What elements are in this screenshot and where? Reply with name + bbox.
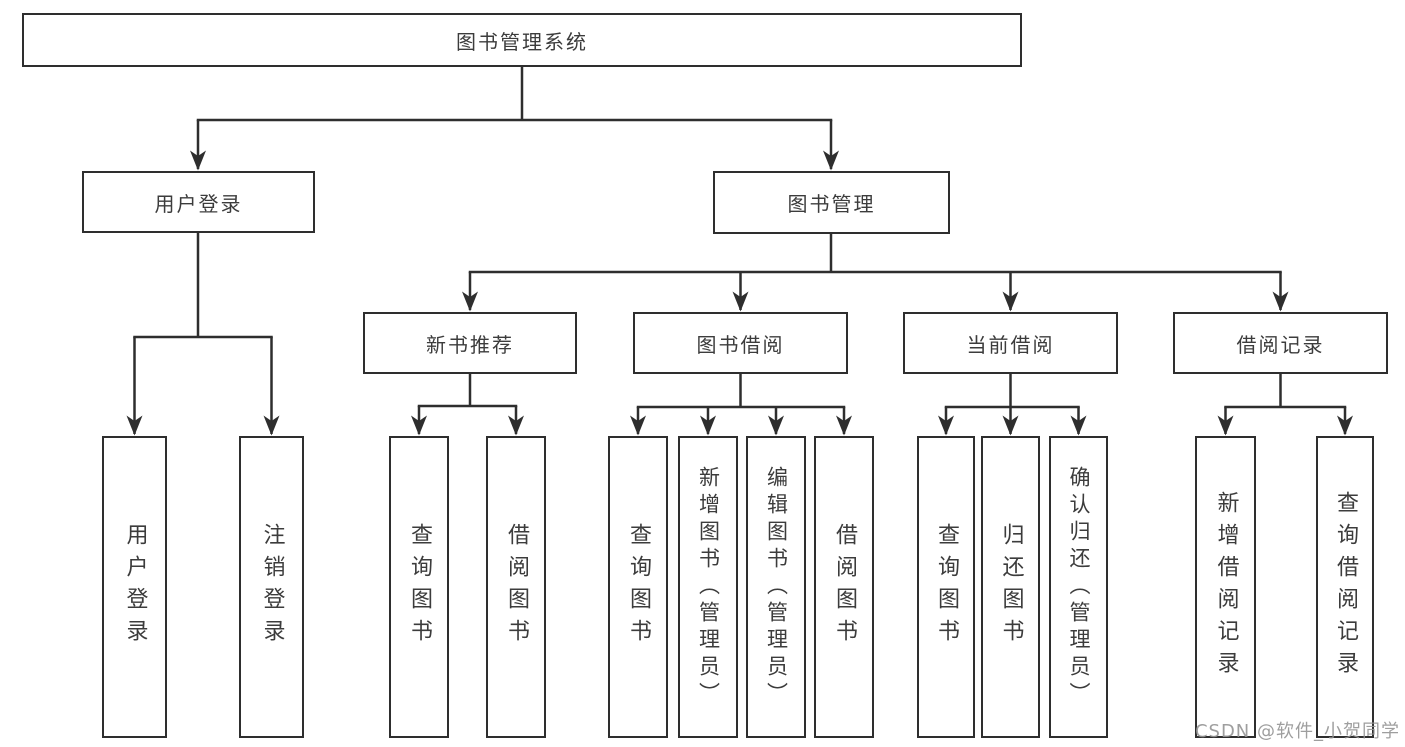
node-library-system-label: 图书管理系统: [456, 29, 588, 54]
leaf-user-login-label: 用户登录: [122, 523, 148, 651]
leaf-logout: 注销登录: [239, 436, 304, 738]
leaf-add-borrow-record: 新增借阅记录: [1195, 436, 1256, 738]
leaf-logout-label: 注销登录: [259, 523, 285, 651]
leaf-borrow-books-recommend-label: 借阅图书: [504, 523, 529, 651]
leaf-return-book: 归还图书: [981, 436, 1040, 738]
leaf-add-book-admin: 新增图书（管理员）: [678, 436, 738, 738]
leaf-edit-book-admin: 编辑图书（管理员）: [746, 436, 806, 738]
node-book-borrow: 图书借阅: [633, 312, 848, 374]
node-current-borrow-label: 当前借阅: [966, 332, 1055, 357]
leaf-confirm-return-admin-label: 确认归还（管理员）: [1067, 465, 1091, 709]
node-new-book-recommend: 新书推荐: [363, 312, 577, 374]
node-new-book-recommend-label: 新书推荐: [426, 332, 514, 357]
node-current-borrow: 当前借阅: [903, 312, 1118, 374]
leaf-user-login: 用户登录: [102, 436, 167, 738]
leaf-add-book-admin-label: 新增图书（管理员）: [696, 465, 721, 709]
node-borrow-records-label: 借阅记录: [1236, 332, 1325, 357]
node-borrow-records: 借阅记录: [1173, 312, 1388, 374]
leaf-return-book-label: 归还图书: [998, 523, 1024, 651]
node-user-login-label: 用户登录: [154, 191, 243, 216]
leaf-edit-book-admin-label: 编辑图书（管理员）: [764, 465, 789, 709]
leaf-query-borrow-record: 查询借阅记录: [1316, 436, 1374, 738]
leaf-borrow-books-recommend: 借阅图书: [486, 436, 546, 738]
node-book-management: 图书管理: [713, 171, 950, 234]
leaf-add-borrow-record-label: 新增借阅记录: [1213, 491, 1239, 683]
watermark: CSDN @软件_小贺同学: [1194, 721, 1400, 742]
leaf-query-books-borrow-label: 查询图书: [626, 523, 651, 651]
leaf-query-books-current-label: 查询图书: [934, 523, 959, 651]
leaf-query-borrow-record-label: 查询借阅记录: [1333, 491, 1358, 683]
leaf-query-books-recommend: 查询图书: [389, 436, 449, 738]
leaf-query-books-current: 查询图书: [917, 436, 975, 738]
node-book-borrow-label: 图书借阅: [696, 332, 785, 357]
leaf-borrow-books: 借阅图书: [814, 436, 874, 738]
leaf-query-books-borrow: 查询图书: [608, 436, 668, 738]
leaf-borrow-books-label: 借阅图书: [832, 523, 857, 651]
node-user-login: 用户登录: [82, 171, 315, 233]
leaf-query-books-recommend-label: 查询图书: [407, 523, 432, 651]
leaf-confirm-return-admin: 确认归还（管理员）: [1049, 436, 1108, 738]
node-book-management-label: 图书管理: [787, 192, 876, 216]
node-library-system: 图书管理系统: [22, 13, 1022, 67]
